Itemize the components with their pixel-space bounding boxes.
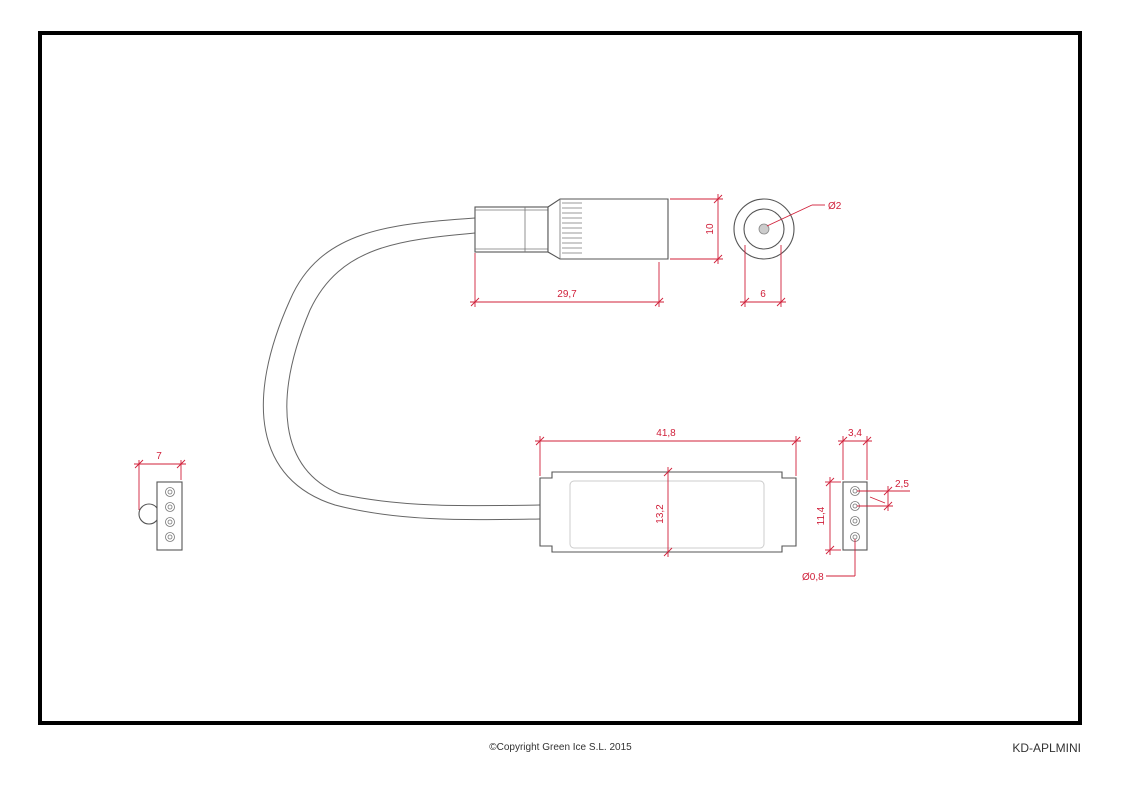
dimension-pin-diameter: Ø0,8 bbox=[802, 539, 856, 583]
dimension-jack-length: 29,7 bbox=[470, 253, 664, 307]
dimension-jack-pin-diameter-label: Ø2 bbox=[828, 201, 842, 212]
dimension-connector-thickness-label: 3,4 bbox=[848, 428, 862, 439]
dimension-jack-end-width-label: 6 bbox=[760, 289, 766, 300]
dimension-connector-side-width: 7 bbox=[134, 451, 186, 510]
dimension-connector-height: 11,4 bbox=[816, 477, 841, 555]
dimension-controller-height-label: 13,2 bbox=[655, 504, 666, 524]
dimension-jack-pin-diameter: Ø2 bbox=[766, 201, 842, 227]
dimension-pin-diameter-label: Ø0,8 bbox=[802, 572, 824, 583]
connector-end-view-right bbox=[842, 481, 868, 551]
dimension-jack-end-width: 6 bbox=[740, 245, 786, 307]
connector-side-view-left bbox=[138, 481, 183, 551]
dimension-jack-height-label: 10 bbox=[705, 223, 716, 235]
dimension-pin-pitch: 2,5 bbox=[857, 479, 910, 511]
dimension-jack-height: 10 bbox=[670, 194, 723, 264]
dimension-controller-length: 41,8 bbox=[535, 428, 801, 476]
dc-jack-end-view bbox=[733, 198, 795, 260]
dimension-connector-thickness: 3,4 bbox=[838, 428, 872, 480]
dimension-connector-height-label: 11,4 bbox=[816, 506, 827, 525]
dc-jack-side-view bbox=[474, 198, 669, 260]
cable bbox=[262, 217, 541, 521]
dimension-connector-side-width-label: 7 bbox=[156, 451, 162, 462]
drawing-frame bbox=[38, 31, 1082, 725]
dimension-pin-pitch-label: 2,5 bbox=[895, 479, 909, 490]
dimension-controller-length-label: 41,8 bbox=[656, 428, 676, 439]
copyright-text: ©Copyright Green Ice S.L. 2015 bbox=[489, 742, 632, 753]
dimension-jack-length-label: 29,7 bbox=[557, 289, 577, 300]
model-code: KD-APLMINI bbox=[1012, 741, 1081, 755]
dimension-controller-height: 13,2 bbox=[655, 467, 673, 557]
